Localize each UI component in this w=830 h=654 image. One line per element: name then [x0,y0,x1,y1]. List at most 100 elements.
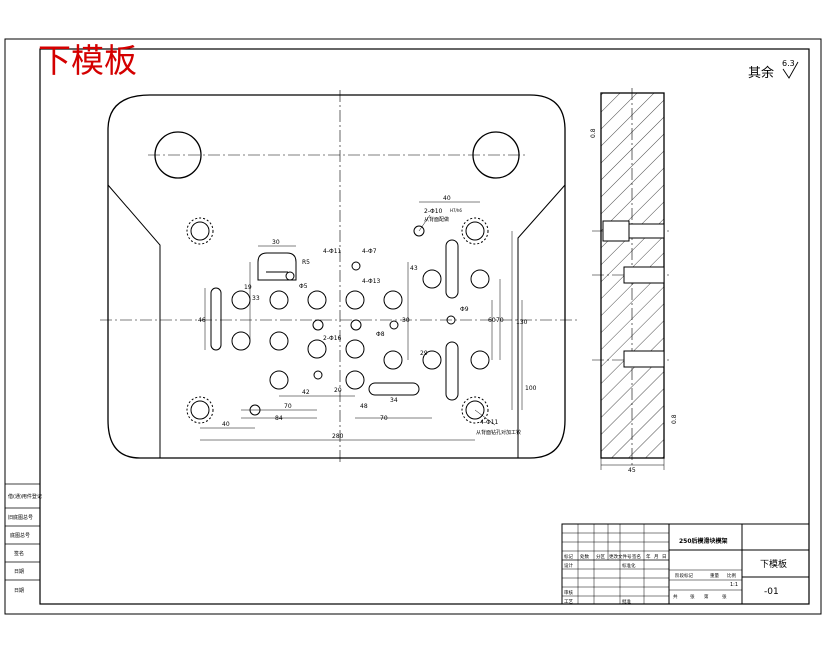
note-2-10: 2-Φ10 [424,208,443,215]
note-bottom-sub: 从背面钻孔对加工铰 [476,429,521,436]
title-block-frame [561,523,810,605]
tb-header-4: 更改文件号 [609,553,632,560]
left-strip-cell-2: 旧底图总号 [8,514,33,521]
left-strip-cell-3: 底图总号 [10,532,30,539]
corner-hole-tr [465,221,485,241]
bolt-hole-4 [313,370,323,380]
note-phi5: Φ5 [299,283,308,290]
dim-top-30-text: 30 [272,239,280,246]
title-block [561,523,810,605]
side-bore-1b [628,223,665,239]
sheet-title: 下模板 [38,41,137,80]
tb-sub-3: 比例 [727,572,736,579]
bolt-hole-5 [389,320,399,330]
left-strip-cell-5: 日期 [14,569,24,575]
dim-40-text: 40 [222,421,230,428]
tb-role-5: 批准 [622,598,631,605]
tb-header-2: 处数 [580,553,589,560]
tb-header-3: 分区 [596,553,605,560]
slot-right-bottom [445,341,459,401]
outer-border [4,38,822,615]
slot-right-top [445,239,459,299]
plan-view [107,94,566,459]
tb-sheet-1: 共 [673,593,678,600]
tb-header-7: 月 [654,554,659,560]
grid-hole-4 [383,290,403,310]
tb-sheet-4: 张 [722,593,727,600]
grid-hole-10 [345,370,365,390]
dim-top-40-text: 40 [443,195,451,202]
grid-hole-12 [422,269,442,289]
dim-v-29-text: 29 [420,350,428,357]
tb-header-8: 日 [662,554,667,560]
dimension-lines [200,201,665,470]
dim-v-33-text: 33 [252,295,260,302]
grid-hole-15 [470,350,490,370]
roughness-symbol [782,61,799,79]
grid-hole-2 [307,290,327,310]
left-strip-cell-6: 日期 [14,588,24,594]
left-strip-cell-1: 借(通)用件登记 [8,493,42,500]
grid-hole-14 [422,350,442,370]
tb-role-3: 审核 [564,589,573,596]
grid-hole-1 [269,290,289,310]
grid-hole-13 [470,269,490,289]
dim-70a-text: 70 [284,403,292,410]
corner-hole-tl-ring [186,217,214,245]
side-bore-2 [623,266,665,284]
tb-company: 250后模滑块模架 [679,537,728,545]
plate-outline [107,94,566,459]
corner-hole-br-ring [461,396,489,424]
plate-pocket [107,184,566,458]
tb-sub-1: 阶段标记 [675,572,693,579]
tb-role-4: 工艺 [564,599,573,605]
slot-left [210,287,222,351]
corner-hole-tl [190,221,210,241]
dim-v-60-text: 60 [488,317,496,324]
dim-v-30-text: 30 [402,317,410,324]
side-thickness: 45 [628,467,636,474]
grid-hole-11 [383,350,403,370]
bolt-hole-3 [312,319,324,331]
dim-48-text: 48 [360,403,368,410]
pin-hole-a [413,225,425,237]
dim-42-text: 42 [302,389,310,396]
side-view: 0.8 0.8 45 [590,92,678,474]
grid-hole-5 [231,331,251,351]
note-2-10-fit: H7/h6 [450,208,462,213]
dim-v-34-text: 34 [390,397,398,404]
dim-v-100-text: 100 [525,385,537,392]
grid-hole-8 [345,339,365,359]
tb-header-1: 标记 [564,553,573,560]
tb-header-6: 年 [646,553,651,560]
side-roughness-top: 0.8 [590,128,597,138]
grid-hole-3 [345,290,365,310]
bolt-hole-1 [285,271,295,281]
tb-part-name: 下模板 [760,558,787,570]
side-bore-3 [623,350,665,368]
leader-bottom [474,409,496,426]
left-strip-labels: 借(通)用件登记 旧底图总号 底图总号 签名 日期 日期 [8,493,42,594]
surface-finish-note: 其余 [748,65,774,81]
shaped-pocket [257,252,297,281]
tb-drawing-no: -01 [764,587,779,597]
dim-left-46-text: 46 [198,317,206,324]
slot-bottom [368,382,420,396]
inner-frame [39,48,810,605]
note-r5: R5 [302,259,310,266]
side-bore-1 [602,220,630,242]
dim-84-text: 84 [275,415,283,422]
corner-hole-tr-ring [461,217,489,245]
note-4-11: 4-Φ11 [323,248,342,255]
grid-hole-7 [307,339,327,359]
dim-v-130-text: 130 [516,319,528,326]
dim-v-43-text: 43 [410,265,418,272]
tb-header-5: 签名 [632,553,641,560]
dim-v-19-text: 19 [244,284,252,291]
grid-hole-16 [231,290,251,310]
leader-top [418,214,431,232]
note-2-16: 2-Φ16 [323,335,342,342]
side-roughness-bottom: 0.8 [671,414,678,424]
left-strip [5,483,40,581]
